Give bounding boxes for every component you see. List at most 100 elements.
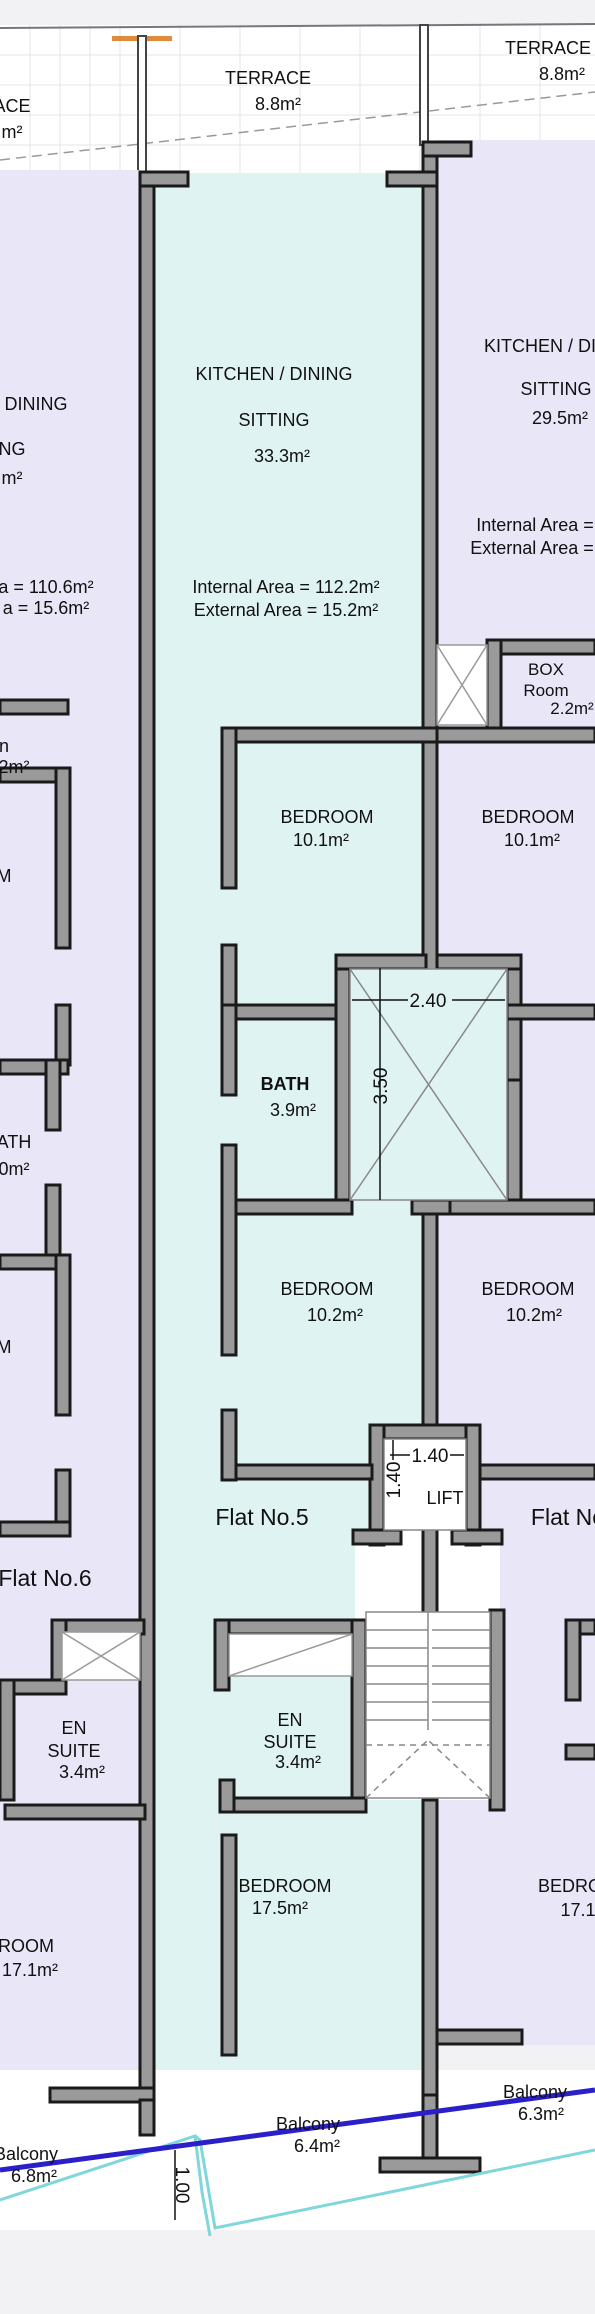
flat5-ensuite-area: 3.4m² (275, 1752, 321, 1772)
flat5-ensuite-line2: SUITE (263, 1732, 316, 1752)
wall-center-bottom-stub (421, 2093, 439, 2167)
staircase (365, 1611, 491, 1799)
flat5-name: Flat No.5 (215, 1504, 308, 1530)
shaft-height-dimension: 3.50 (371, 1068, 392, 1105)
wall-top-right-return (385, 170, 439, 188)
wall-bedroom-mid-top (220, 1198, 354, 1216)
flat6-bedroom-bottom-area: 17.1m² (2, 1960, 58, 1980)
wall-flat5-bedroom-top (220, 726, 439, 744)
flat5-balcony-area: 6.4m² (294, 2136, 340, 2156)
flat-right-bedroom-mid-name: BEDROOM (481, 1279, 574, 1299)
flat-right-external-area: External Area = (470, 538, 594, 558)
flat6-bedroom-bottom-name: ROOM (0, 1936, 54, 1956)
wall-shaft-top-right (435, 953, 523, 971)
flat6-internal-area: a = 110.6m² (0, 577, 94, 597)
wall-right-bath-top (505, 1003, 595, 1021)
wall-f6-k (0, 1520, 72, 1538)
flat-right-bedroom-mid-area: 10.2m² (506, 1305, 562, 1325)
wall-lift-top (368, 1423, 482, 1441)
lift-shaft-void (349, 968, 508, 1201)
wall-lift-left (368, 1423, 386, 1547)
wall-shaft-left (334, 953, 352, 1202)
wall-ensuite-left-stub (213, 1618, 231, 1692)
wall-bedrooms-top (421, 726, 595, 744)
flat-right-bedroom-top-name: BEDROOM (481, 807, 574, 827)
wall-bath-stub (220, 943, 238, 1007)
flat5-bedroom-top-area: 10.1m² (293, 830, 349, 850)
wall-shaft-top-left (334, 953, 428, 971)
lift-depth-dimension: 1.40 (384, 1462, 405, 1499)
wall-right-hall (478, 1463, 595, 1481)
wall-left-bottom-stub (138, 2098, 156, 2137)
flat-right-boxroom-line1: BOX (528, 660, 564, 679)
flat6-room-a-line1: n (0, 736, 9, 756)
balcony-glass-left (0, 2134, 212, 2237)
balcony-glass-center (194, 2134, 595, 2230)
wall-f6-a (0, 698, 70, 716)
flat5-bedroom-mid-area: 10.2m² (307, 1305, 363, 1325)
flat5-kitchen-line2: SITTING (239, 410, 310, 430)
wall-boxroom-left (485, 638, 503, 732)
flat-right-bedroom-top-area: 10.1m² (504, 830, 560, 850)
flat5-internal-area: Internal Area = 112.2m² (192, 577, 379, 597)
flat-right-internal-area: Internal Area = : (476, 515, 595, 535)
wall-stairs-right (488, 1608, 506, 1812)
wall-stairs-left (350, 1618, 368, 1802)
balcony-boundary-line (0, 2087, 595, 2173)
wall-flat5-bottom-right (421, 1798, 439, 2102)
flat-right-kitchen-area: 29.5m² (532, 408, 588, 428)
wall-f6-d (54, 1003, 72, 1067)
flat6-kitchen-line2: NG (0, 439, 26, 459)
flat5-bath-name: BATH (261, 1074, 310, 1094)
terrace-divider-left (137, 35, 147, 177)
flat5-bath-area: 3.9m² (270, 1100, 316, 1120)
wall-right-ensuite-bottom (564, 1743, 595, 1761)
wall-bedroom-mid-left (220, 1143, 238, 1357)
flat6-balcony-area: 6.8m² (11, 2166, 57, 2186)
lift-width-dimension: 1.40 (412, 1446, 449, 1467)
terrace-center-name: TERRACE (225, 68, 311, 88)
flat-right-balcony-name: Balcony (503, 2082, 567, 2102)
lift-label: LIFT (426, 1488, 463, 1508)
wall-f6-c (54, 766, 72, 950)
wall-bath-top (220, 1003, 344, 1021)
flat5-kitchen-area: 33.3m² (254, 446, 310, 466)
terrace-divider-right (419, 24, 429, 146)
wall-bedroom-bottom-left (220, 1833, 238, 2057)
flat5-kitchen-line1: KITCHEN / DINING (195, 364, 352, 384)
flat6-kitchen-line1: DINING (5, 394, 68, 414)
wall-ensuite-bottom-stub (218, 1778, 236, 1814)
terrace-left-area: m² (2, 122, 23, 142)
wall-lift-right (464, 1423, 482, 1547)
flat-right-boxroom-area: 2.2m² (550, 699, 594, 718)
wall-f6-g (44, 1183, 62, 1267)
flat6-ensuite-line2: SUITE (47, 1741, 100, 1761)
terrace-dashed-line (0, 91, 595, 161)
flat5-balcony-name: Balcony (276, 2114, 340, 2134)
flat-right-kitchen-line2: SITTING (521, 379, 592, 399)
shaft-width-dimension: 2.40 (410, 991, 447, 1012)
wall-bath-left (220, 1003, 238, 1097)
flat-right-balcony-area: 6.3m² (518, 2104, 564, 2124)
flat-right-bedroom-bottom-name: BEDRO (538, 1876, 595, 1896)
flat6-bath-name: ATH (0, 1132, 31, 1152)
wall-ensuite-top (213, 1618, 357, 1636)
wall-lift-bottom-right (450, 1528, 504, 1546)
flat-right-bedroom-bottom-area: 17.1 (560, 1900, 595, 1920)
flat6-name: Flat No.6 (0, 1565, 92, 1591)
wall-f6-p (3, 1803, 147, 1821)
wall-boxroom-top (485, 638, 595, 656)
flat6-room-c: M (0, 1337, 12, 1357)
wall-flat5-bedroom-left (220, 726, 238, 890)
flat6-balcony-name: Balcony (0, 2144, 58, 2164)
terrace-center-area: 8.8m² (255, 94, 301, 114)
flat-right-kitchen-line1: KITCHEN / DI (484, 336, 595, 356)
flat6-room-b: M (0, 866, 12, 886)
wall-right-bottom (435, 2028, 524, 2046)
wall-flat5-hall (220, 1463, 374, 1481)
flat5-bedroom-mid-name: BEDROOM (280, 1279, 373, 1299)
wall-flat5-hall-stub (220, 1408, 238, 1482)
wall-f6-i (54, 1253, 72, 1417)
flat6-ensuite-area: 3.4m² (59, 1762, 105, 1782)
